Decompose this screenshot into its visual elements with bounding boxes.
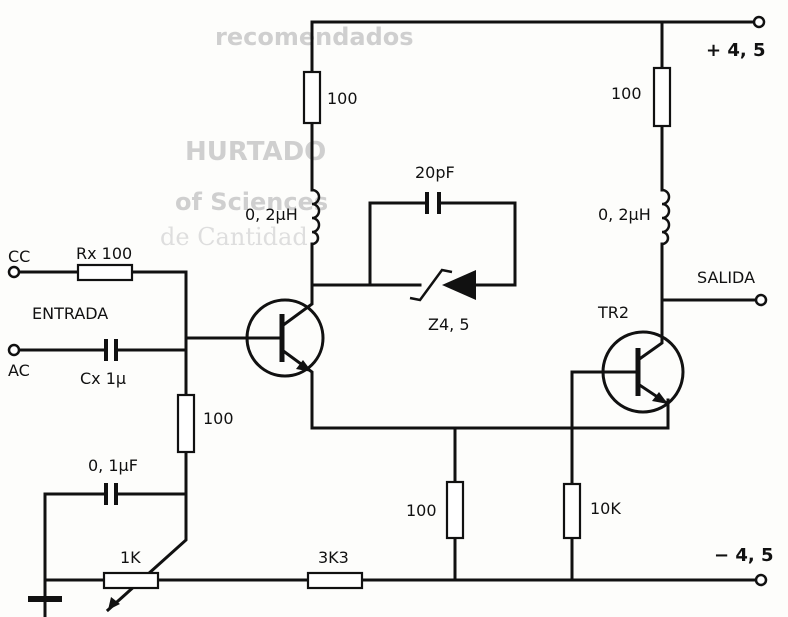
- label-rx: Rx 100: [76, 244, 132, 263]
- label-c-feedback: 20pF: [415, 163, 455, 182]
- terminals: [7, 15, 768, 587]
- label-input: ENTRADA: [32, 304, 108, 323]
- resistor-3k3: [306, 571, 364, 590]
- inductors: [311, 188, 671, 246]
- terminal-input-cc: [7, 265, 21, 279]
- label-r-base: 100: [203, 409, 234, 428]
- resistor-rx: [76, 263, 134, 282]
- label-output: SALIDA: [697, 268, 755, 287]
- label-input-cc: CC: [8, 247, 30, 266]
- labels: + 4, 5 − 4, 5 CC AC ENTRADA SALIDA Rx 10…: [8, 40, 774, 567]
- pot-wiper-arrow: [108, 597, 120, 610]
- label-input-ac: AC: [8, 361, 30, 380]
- resistor-10k: [562, 482, 582, 540]
- bleed-line-4: de Cantidad: [160, 223, 308, 251]
- label-l2: 0, 2µH: [598, 205, 651, 224]
- label-l1: 0, 2µH: [245, 205, 298, 224]
- resistor-base: [176, 393, 196, 454]
- zener-diode: [409, 268, 476, 302]
- resistors: [76, 66, 672, 590]
- terminal-output: [754, 293, 768, 307]
- label-r-collector-1: 100: [327, 89, 358, 108]
- bleed-line-1: recomendados: [215, 23, 414, 51]
- label-cx: Cx 1µ: [80, 369, 126, 388]
- transistor-tr1: [245, 288, 325, 392]
- inductor-1: [311, 188, 321, 246]
- inductor-2: [661, 188, 671, 246]
- potentiometer-1k: [102, 571, 160, 590]
- label-r-tr2-base: 10K: [590, 499, 621, 518]
- ground-symbol: [28, 596, 62, 617]
- label-pot: 1K: [120, 548, 141, 567]
- label-r-series: 3K3: [318, 548, 349, 567]
- resistor-collector-2: [652, 66, 672, 128]
- capacitor-cx: [104, 339, 118, 361]
- bleed-line-3: of Sciences: [175, 188, 328, 216]
- bleed-through-text: recomendados HURTADO of Sciences de Cant…: [160, 23, 414, 251]
- capacitor-20pf: [425, 192, 441, 214]
- terminal-supply-pos: [752, 15, 766, 29]
- resistor-collector-1: [302, 70, 322, 125]
- capacitor-0-1uf: [104, 483, 118, 505]
- terminal-input-ac: [7, 343, 21, 357]
- label-c-base: 0, 1µF: [88, 456, 138, 475]
- label-r-collector-2: 100: [611, 84, 642, 103]
- label-zener: Z4, 5: [428, 315, 470, 334]
- label-supply-neg: − 4, 5: [714, 545, 774, 566]
- terminal-supply-neg: [754, 573, 768, 587]
- transistor-tr2: [601, 328, 685, 414]
- wires: [16, 20, 759, 613]
- label-r-emitter: 100: [406, 501, 437, 520]
- bleed-line-2: HURTADO: [185, 137, 326, 167]
- label-tr2: TR2: [597, 303, 629, 322]
- label-supply-pos: + 4, 5: [706, 40, 766, 61]
- capacitors: [104, 192, 441, 505]
- resistor-emitter: [445, 480, 465, 540]
